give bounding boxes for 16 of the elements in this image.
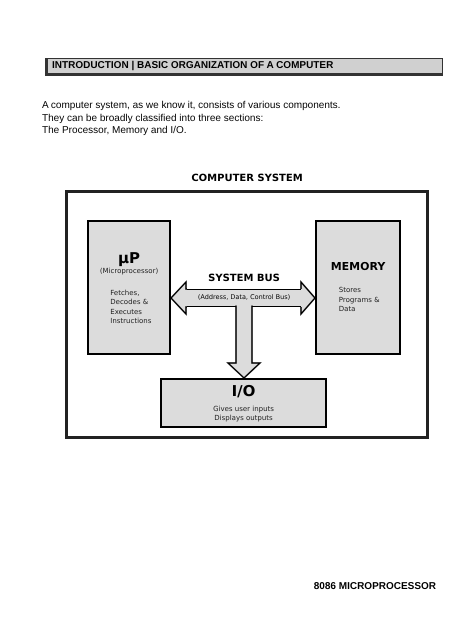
box-heading: I/O — [232, 382, 256, 401]
io-box — [160, 378, 327, 428]
bus-title: SYSTEM BUS — [208, 272, 280, 286]
bus-arrow — [226, 304, 262, 380]
memory-box — [315, 220, 401, 355]
footer-text: 8086 MICROPROCESSOR — [314, 580, 436, 594]
intro-text: A computer system, as we know it, consists of various components. — [42, 100, 340, 112]
bus-arrow — [170, 280, 188, 316]
box-heading: MEMORY — [330, 260, 386, 274]
intro-text: They can be broadly classified into three sections: — [42, 112, 264, 125]
bus-arrow — [300, 280, 316, 316]
intro-text: The Processor, Memory and I/O. — [42, 125, 188, 138]
section-header: INTRODUCTION | BASIC ORGANIZATION OF A COMPUTER — [45, 58, 443, 76]
box-heading: µP — [118, 248, 140, 268]
frame-title: COMPUTER SYSTEM — [191, 174, 303, 186]
processor-box — [87, 220, 171, 355]
